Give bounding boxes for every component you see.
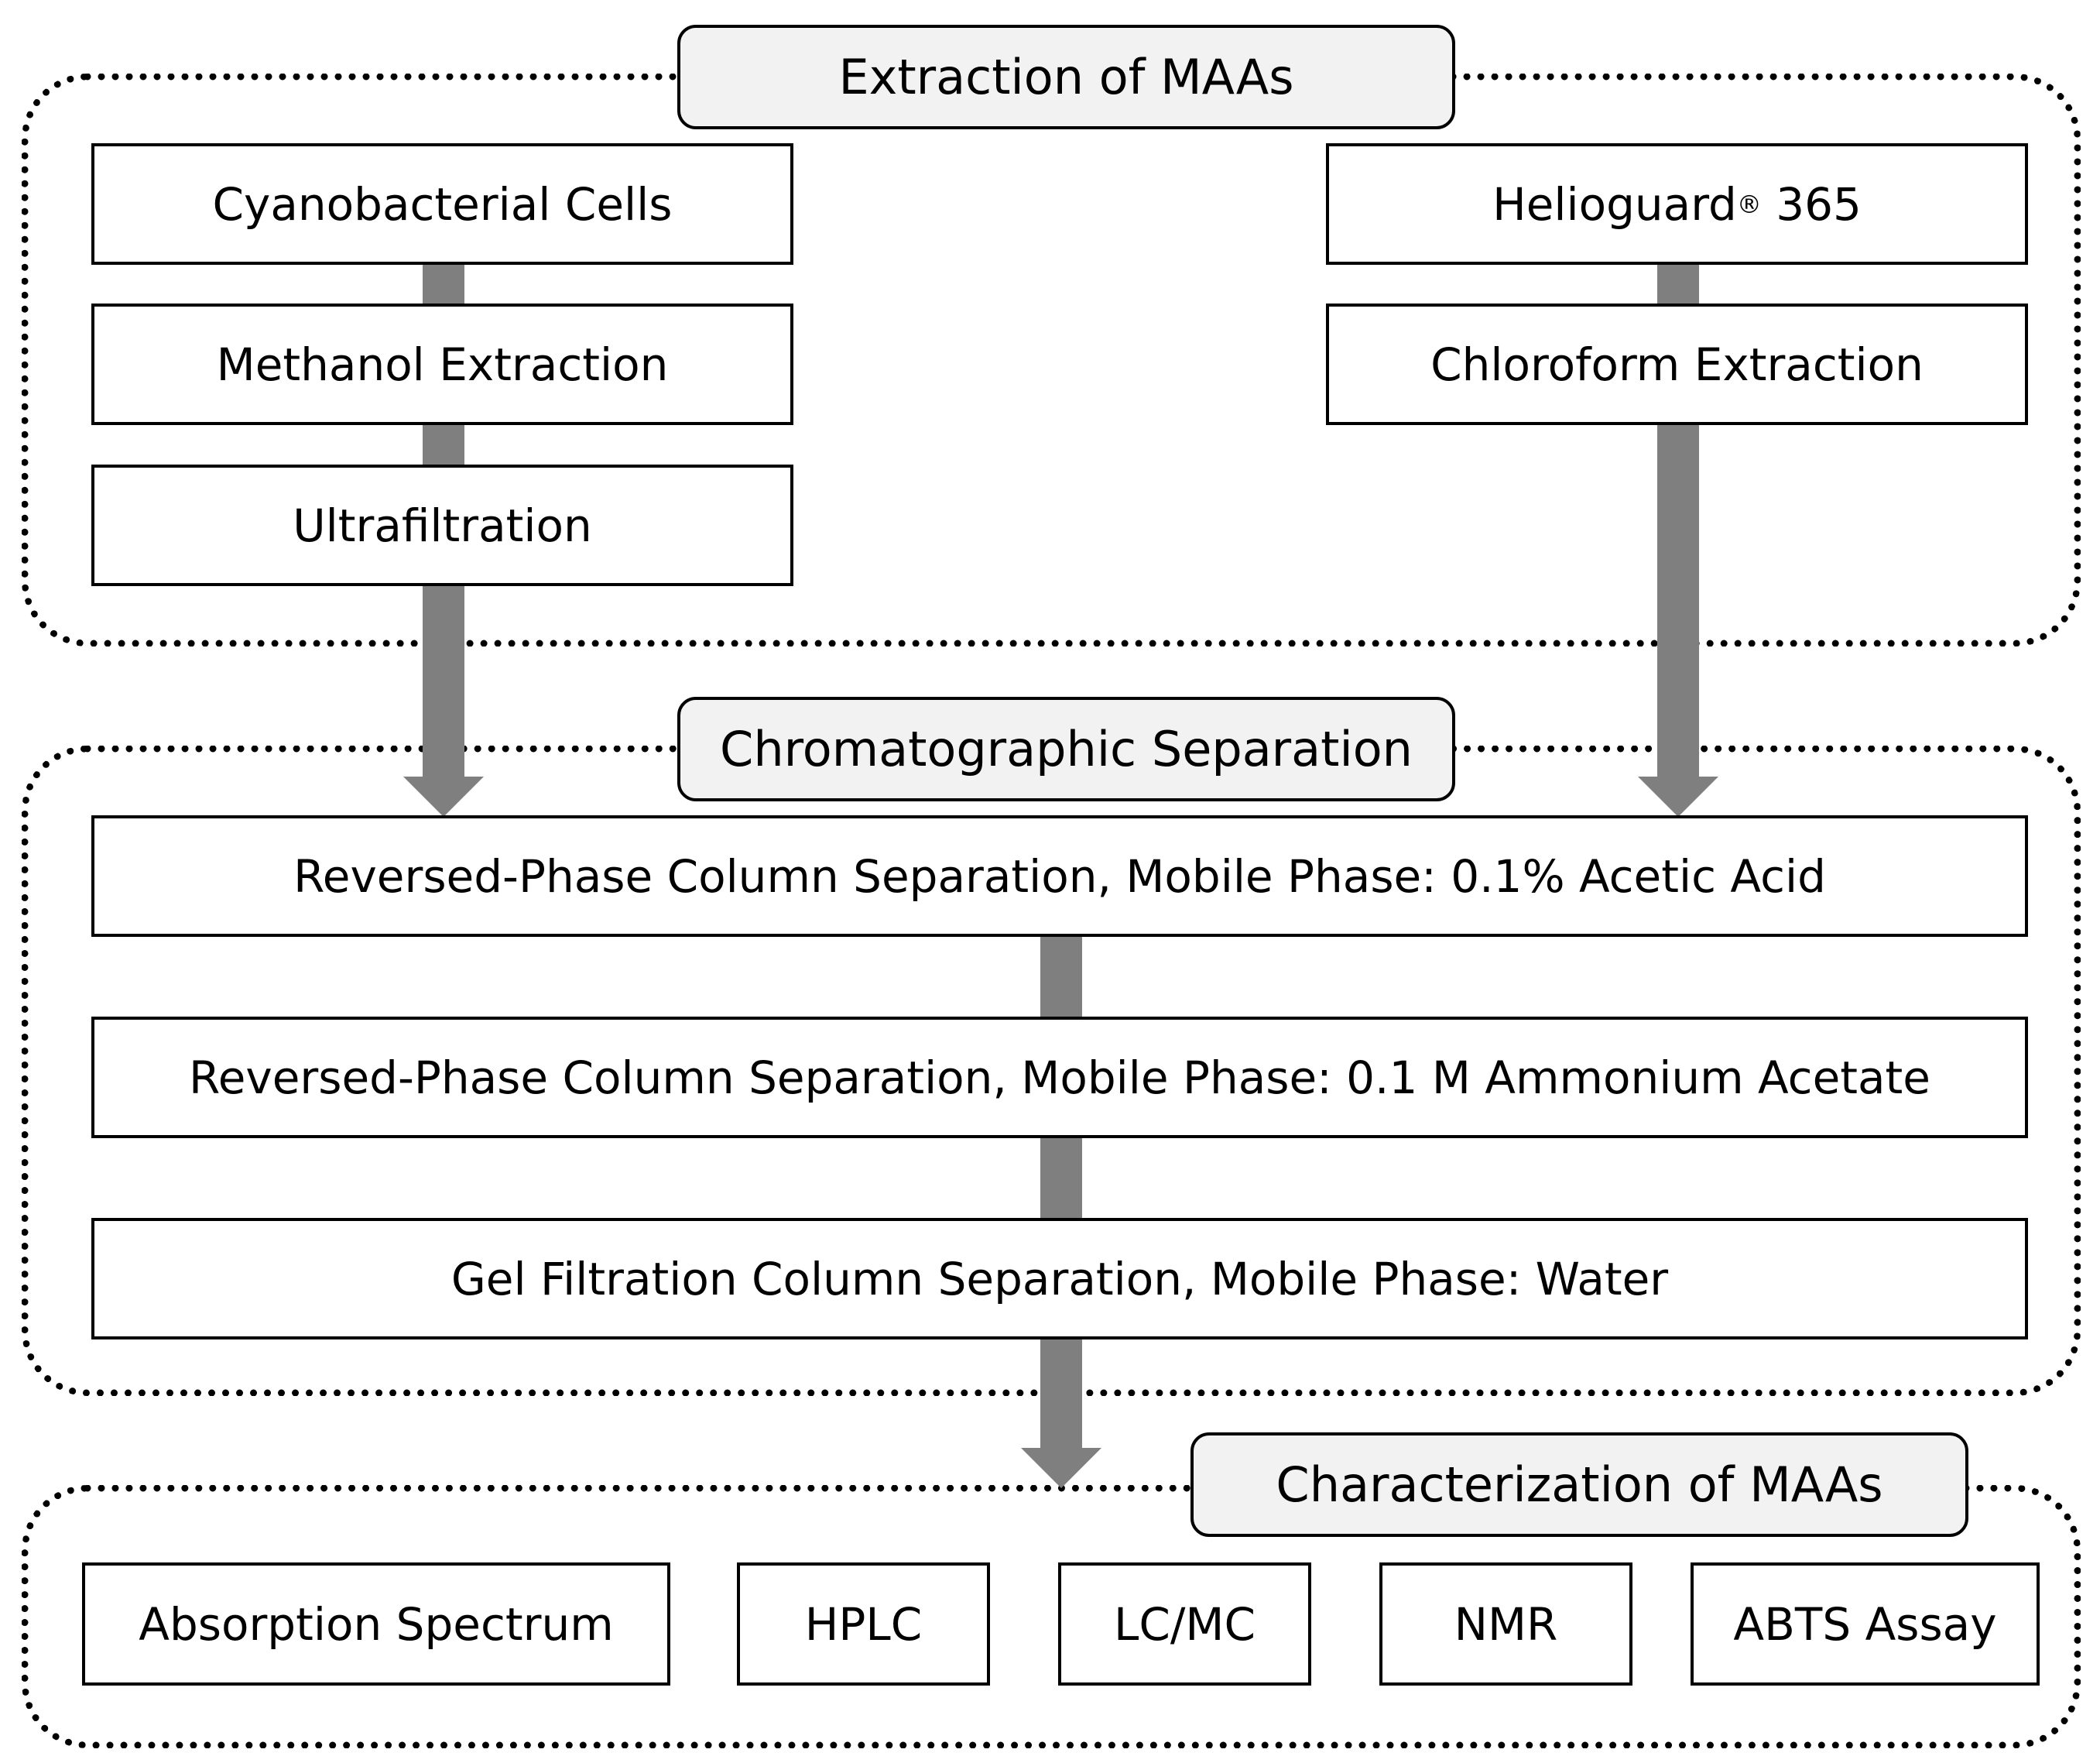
separation-step-acetic-acid: Reversed-Phase Column Separation, Mobile… [91, 815, 2028, 937]
arrow-separation-step2-to-step3 [1040, 1137, 1082, 1222]
method-nmr: NMR [1379, 1562, 1632, 1686]
cyanobacterial-cells-box: Cyanobacterial Cells [91, 143, 793, 265]
characterization-group [22, 1485, 2081, 1748]
arrow-ultrafiltration-to-separation [423, 585, 464, 778]
arrow-separation-step1-to-step2 [1040, 935, 1082, 1020]
arrow-head-center [1021, 1448, 1101, 1488]
characterization-title: Characterization of MAAs [1190, 1432, 1968, 1537]
arrow-separation-to-characterization [1040, 1338, 1082, 1449]
ultrafiltration-box: Ultrafiltration [91, 465, 793, 586]
method-lc-mc: LC/MC [1058, 1562, 1311, 1686]
arrow-head-left [403, 777, 484, 817]
helioguard-365-box: Helioguard® 365 [1326, 143, 2028, 265]
arrow-chloroform-to-separation [1657, 424, 1699, 778]
separation-step-ammonium-acetate: Reversed-Phase Column Separation, Mobile… [91, 1017, 2028, 1138]
method-abts-assay: ABTS Assay [1691, 1562, 2040, 1686]
arrow-cells-to-methanol [423, 263, 464, 307]
arrow-head-right [1638, 777, 1718, 817]
separation-title: Chromatographic Separation [677, 697, 1455, 801]
methanol-extraction-box: Methanol Extraction [91, 304, 793, 425]
method-hplc: HPLC [737, 1562, 990, 1686]
helioguard-suffix: 365 [1761, 177, 1862, 231]
chloroform-extraction-box: Chloroform Extraction [1326, 304, 2028, 425]
separation-step-gel-filtration: Gel Filtration Column Separation, Mobile… [91, 1218, 2028, 1339]
arrow-methanol-to-ultrafiltration [423, 424, 464, 467]
arrow-helioguard-to-chloroform [1657, 263, 1699, 307]
helioguard-name: Helioguard [1492, 177, 1737, 231]
method-absorption-spectrum: Absorption Spectrum [82, 1562, 670, 1686]
extraction-title: Extraction of MAAs [677, 25, 1455, 129]
